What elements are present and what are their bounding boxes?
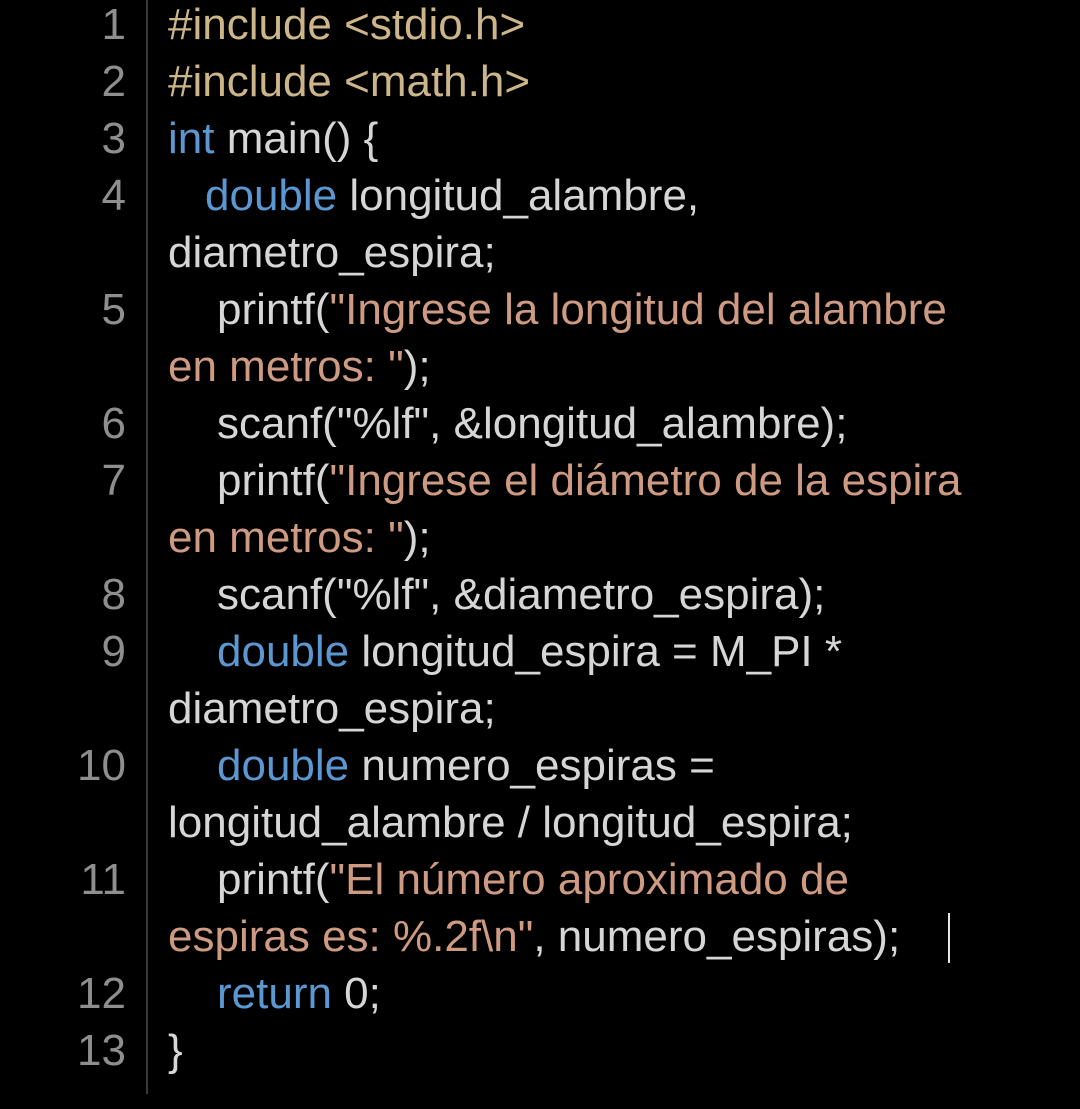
line-number: 3 xyxy=(101,114,126,163)
code-text[interactable]: #include <stdio.h> xyxy=(168,0,526,49)
line-number: 9 xyxy=(101,627,126,676)
code-text-wrapped[interactable]: longitud_alambre / longitud_espira; xyxy=(168,798,853,847)
code-line-10[interactable]: 10 double numero_espiras = xyxy=(0,741,1080,798)
string-token: "Ingrese el diámetro de la espira xyxy=(329,456,962,505)
code-line-13[interactable]: 13 } xyxy=(0,1026,1080,1083)
code-line-7-wrap[interactable]: en metros: "); xyxy=(0,513,1080,570)
line-number: 2 xyxy=(101,57,126,106)
code-token: , numero_espiras); xyxy=(533,912,901,961)
code-line-10-wrap[interactable]: longitud_alambre / longitud_espira; xyxy=(0,798,1080,855)
line-number: 6 xyxy=(101,399,126,448)
keyword-token: double xyxy=(217,741,350,790)
code-text[interactable]: return 0; xyxy=(217,969,381,1026)
code-line-4[interactable]: 4 double longitud_alambre, xyxy=(0,171,1080,228)
code-text[interactable]: printf("Ingrese el diámetro de la espira xyxy=(217,456,961,513)
code-token: longitud_espira = M_PI * xyxy=(349,627,842,676)
code-text-wrapped[interactable]: diametro_espira; xyxy=(168,684,496,733)
code-line-11-wrap[interactable]: espiras es: %.2f\n", numero_espiras); xyxy=(0,912,1080,969)
code-text-wrapped[interactable]: diametro_espira; xyxy=(168,228,496,277)
code-text[interactable]: double longitud_alambre, xyxy=(205,171,699,228)
line-number: 5 xyxy=(101,285,126,334)
line-number: 1 xyxy=(101,0,126,49)
line-number: 8 xyxy=(101,570,126,619)
keyword-token: double xyxy=(217,627,350,676)
code-line-3[interactable]: 3 int main() { xyxy=(0,114,1080,171)
code-text[interactable]: double numero_espiras = xyxy=(217,741,715,798)
code-line-11[interactable]: 11 printf("El número aproximado de xyxy=(0,855,1080,912)
code-token: printf( xyxy=(217,456,330,505)
code-line-7[interactable]: 7 printf("Ingrese el diámetro de la espi… xyxy=(0,456,1080,513)
string-token: espiras es: %.2f\n" xyxy=(168,912,534,961)
keyword-token: return xyxy=(217,969,332,1018)
code-token: ); xyxy=(403,513,431,562)
code-line-9-wrap[interactable]: diametro_espira; xyxy=(0,684,1080,741)
code-token: ); xyxy=(403,342,431,391)
line-number: 13 xyxy=(77,1026,126,1075)
code-text[interactable]: #include <math.h> xyxy=(168,57,531,106)
string-token: en metros: " xyxy=(168,342,404,391)
code-line-12[interactable]: 12 return 0; xyxy=(0,969,1080,1026)
text-cursor xyxy=(948,913,950,963)
code-line-4-wrap[interactable]: diametro_espira; xyxy=(0,228,1080,285)
code-token: printf( xyxy=(217,855,330,904)
line-number: 4 xyxy=(101,171,126,220)
code-text[interactable]: printf("Ingrese la longitud del alambre xyxy=(217,285,947,342)
keyword-token: double xyxy=(205,171,338,220)
code-line-1[interactable]: 1 #include <stdio.h> xyxy=(0,0,1080,57)
keyword-token: int xyxy=(168,114,215,163)
code-line-5-wrap[interactable]: en metros: "); xyxy=(0,342,1080,399)
code-line-2[interactable]: 2 #include <math.h> xyxy=(0,57,1080,114)
code-text[interactable]: int main() { xyxy=(168,114,378,171)
code-text[interactable]: printf("El número aproximado de xyxy=(217,855,849,912)
code-text[interactable]: double longitud_espira = M_PI * xyxy=(217,627,842,684)
code-token: numero_espiras = xyxy=(349,741,715,790)
code-text[interactable]: } xyxy=(168,1026,183,1075)
gutter-separator xyxy=(146,0,148,1094)
line-number: 7 xyxy=(101,456,126,505)
code-text[interactable]: scanf("%lf", &diametro_espira); xyxy=(217,570,826,619)
code-line-5[interactable]: 5 printf("Ingrese la longitud del alambr… xyxy=(0,285,1080,342)
code-token: longitud_alambre, xyxy=(337,171,700,220)
code-text-wrapped[interactable]: espiras es: %.2f\n", numero_espiras); xyxy=(168,912,900,969)
code-token: printf( xyxy=(217,285,330,334)
code-text-wrapped[interactable]: en metros: "); xyxy=(168,513,431,570)
line-number: 12 xyxy=(77,969,126,1018)
string-token: en metros: " xyxy=(168,513,404,562)
code-line-6[interactable]: 6 scanf("%lf", &longitud_alambre); xyxy=(0,399,1080,456)
code-token: main() { xyxy=(214,114,379,163)
code-token: 0; xyxy=(331,969,381,1018)
string-token: "Ingrese la longitud del alambre xyxy=(329,285,947,334)
string-token: "El número aproximado de xyxy=(329,855,849,904)
code-text[interactable]: scanf("%lf", &longitud_alambre); xyxy=(217,399,848,448)
line-number: 10 xyxy=(77,741,126,790)
code-text-wrapped[interactable]: en metros: "); xyxy=(168,342,431,399)
code-line-8[interactable]: 8 scanf("%lf", &diametro_espira); xyxy=(0,570,1080,627)
line-number: 11 xyxy=(80,855,126,904)
code-line-9[interactable]: 9 double longitud_espira = M_PI * xyxy=(0,627,1080,684)
